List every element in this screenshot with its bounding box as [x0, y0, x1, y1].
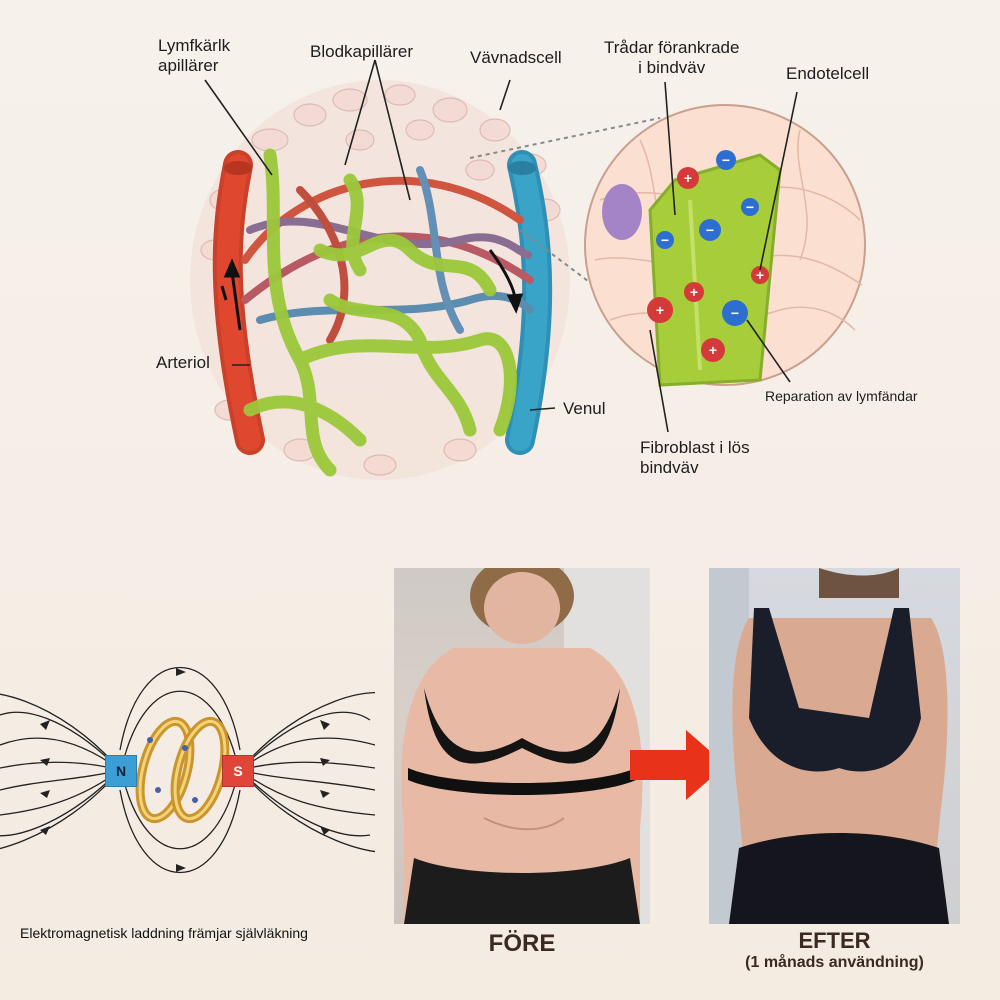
- after-photo: [709, 568, 960, 924]
- label-blood-capillaries: Blodkapillärer: [310, 42, 413, 61]
- before-photo: [394, 568, 650, 924]
- label-fibroblast: Fibroblast i lös bindväv: [640, 438, 750, 477]
- svg-text:−: −: [722, 152, 730, 168]
- svg-text:+: +: [656, 302, 664, 318]
- after-usage-note: (1 månads användning): [745, 954, 924, 971]
- after-label: EFTER: [798, 928, 871, 953]
- magnet-south-label: S: [233, 763, 243, 779]
- svg-text:+: +: [690, 284, 698, 300]
- magnet-caption: Elektromagnetisk laddning främjar självl…: [20, 925, 308, 941]
- label-venule: Venul: [563, 399, 606, 418]
- magnetic-field-lines: [0, 666, 375, 874]
- label-lymph-repair: Reparation av lymfändar: [765, 388, 918, 404]
- label-anchoring-threads: Trådar förankrade i bindväv: [604, 38, 740, 77]
- svg-text:−: −: [731, 305, 739, 321]
- before-after-arrow: [630, 730, 726, 800]
- svg-text:−: −: [746, 199, 754, 215]
- after-figure: [709, 568, 949, 924]
- label-tissue-cell: Vävnadscell: [470, 48, 562, 67]
- svg-text:+: +: [756, 267, 764, 283]
- lymph-diagram: + − − − − + + + − + Lymfkärlk apillärer …: [156, 36, 918, 480]
- before-label: FÖRE: [488, 930, 556, 957]
- label-endothelial-cell: Endotelcell: [786, 64, 870, 83]
- svg-text:−: −: [661, 232, 669, 248]
- magnet-north: N: [105, 755, 137, 787]
- magnet-north-label: N: [115, 763, 127, 779]
- label-lymph-capillaries: Lymfkärlk apillärer: [158, 36, 231, 75]
- magnet-illustration: N S: [0, 640, 375, 900]
- arrow-right-icon: [630, 730, 726, 800]
- svg-text:−: −: [706, 222, 714, 238]
- svg-text:+: +: [709, 342, 717, 358]
- diagram-artwork: + − − − − + + + − +: [190, 59, 866, 480]
- label-arteriole: Arteriol: [156, 353, 210, 372]
- magnet-south: S: [222, 755, 254, 787]
- svg-text:+: +: [684, 170, 692, 186]
- before-figure: [401, 568, 650, 924]
